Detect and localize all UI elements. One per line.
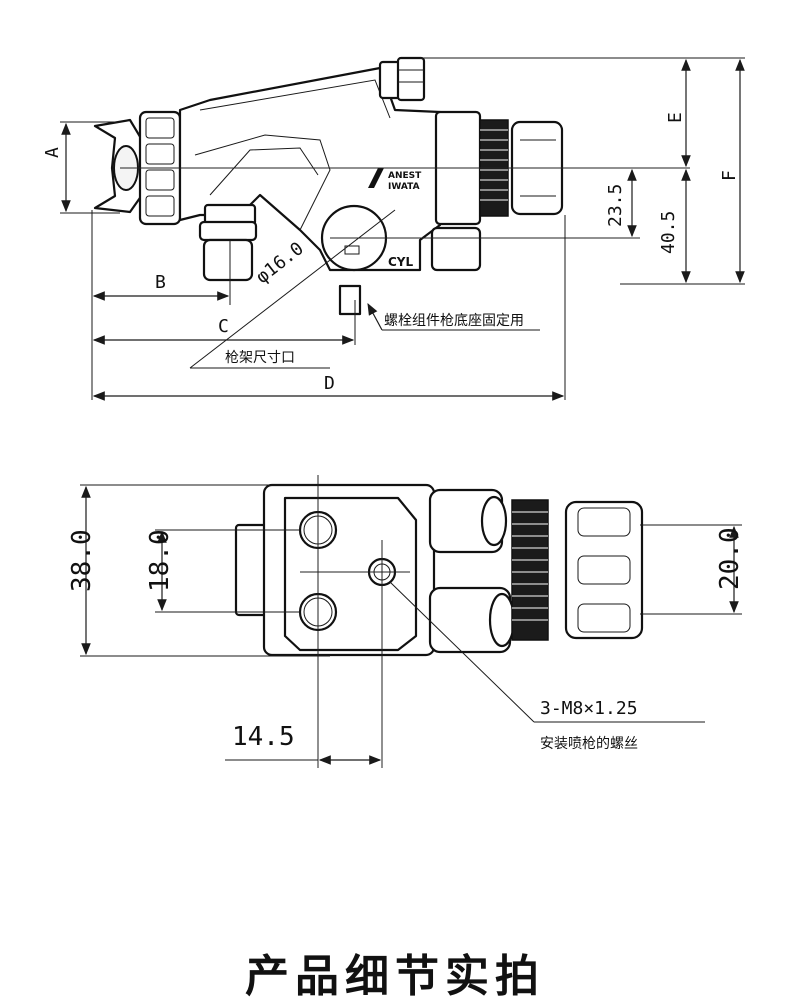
brand-line2: IWATA <box>388 182 420 192</box>
mount-note: 枪架尺寸口 <box>225 349 295 366</box>
label-38: 38.0 <box>67 529 97 592</box>
knurled-ring-bottom <box>511 499 549 641</box>
bottom-view-gun <box>234 483 644 657</box>
thread-leader <box>389 581 535 723</box>
air-inlet <box>430 226 482 272</box>
label-F: F <box>719 170 740 181</box>
brand-line1: ANEST <box>388 171 422 181</box>
label-14-5: 14.5 <box>232 722 295 752</box>
bolt-note: 螺栓组件枪底座固定用 <box>384 312 524 329</box>
label-E: E <box>665 112 686 123</box>
label-phi16: φ16.0 <box>252 238 308 288</box>
label-20: 20.0 <box>715 527 745 590</box>
front-stub <box>234 523 268 617</box>
label-D: D <box>324 373 335 394</box>
label-C: C <box>218 316 229 337</box>
brand-logo-icon <box>368 168 384 188</box>
fluid-inlet <box>202 238 254 282</box>
label-18: 18.0 <box>145 529 175 592</box>
mounting-bolt <box>338 284 362 316</box>
cyl-label: CYL <box>388 255 413 269</box>
thread-note: 安装喷枪的螺丝 <box>540 735 638 752</box>
label-23-5: 23.5 <box>605 184 626 227</box>
adjust-knob-bottom <box>564 500 644 640</box>
label-B: B <box>155 272 166 293</box>
label-A: A <box>42 147 63 158</box>
label-40-5: 40.5 <box>658 211 679 254</box>
mount-leader <box>189 209 396 369</box>
section-caption: 产品细节实拍 <box>245 951 545 1002</box>
thread-spec: 3-M8×1.25 <box>540 698 638 719</box>
